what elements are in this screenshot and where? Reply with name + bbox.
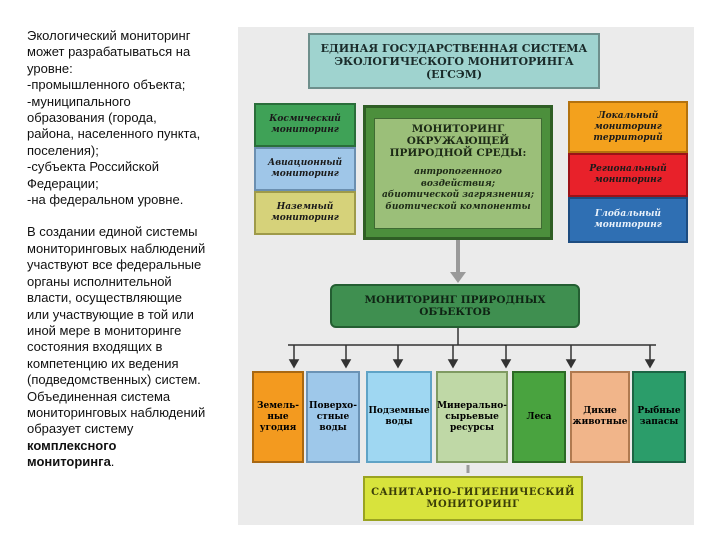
sanitary-monitoring-label: САНИТАРНО-ГИГИЕНИЧЕСКИЙ МОНИТОРИНГ bbox=[371, 486, 575, 510]
sanitary-monitoring-box: САНИТАРНО-ГИГИЕНИЧЕСКИЙ МОНИТОРИНГ bbox=[363, 476, 583, 521]
right-box-global-label: Глобальный мониторинг bbox=[594, 209, 662, 230]
bottom-box-fish-stocks-label: Рыбные запасы bbox=[637, 406, 681, 427]
left-box-ground: Наземный мониторинг bbox=[254, 191, 356, 235]
egsem-diagram: ЕДИНАЯ ГОСУДАРСТВЕННАЯ СИСТЕМА ЭКОЛОГИЧЕ… bbox=[238, 27, 694, 525]
bottom-box-groundwater: Подземные воды bbox=[366, 371, 432, 463]
natural-objects-monitoring-bar: МОНИТОРИНГ ПРИРОДНЫХ ОБЪЕКТОВ bbox=[330, 284, 580, 328]
bottom-box-surface-water-label: Поверхо- стные воды bbox=[309, 400, 357, 433]
natural-objects-monitoring-label: МОНИТОРИНГ ПРИРОДНЫХ ОБЪЕКТОВ bbox=[364, 294, 546, 318]
environment-monitoring-box: МОНИТОРИНГ ОКРУЖАЮЩЕЙ ПРИРОДНОЙ СРЕДЫ: а… bbox=[363, 105, 553, 240]
environment-monitoring-title: МОНИТОРИНГ ОКРУЖАЮЩЕЙ ПРИРОДНОЙ СРЕДЫ: bbox=[389, 123, 527, 159]
bottom-box-mineral-resources: Минерально- сырьевые ресурсы bbox=[436, 371, 508, 463]
bottom-box-fish-stocks: Рыбные запасы bbox=[632, 371, 686, 463]
paragraph-levels: Экологический мониторинг может разрабаты… bbox=[27, 28, 201, 208]
paragraph-end: . bbox=[110, 454, 115, 470]
description-text: Экологический мониторинг может разрабаты… bbox=[27, 28, 235, 471]
left-box-ground-label: Наземный мониторинг bbox=[271, 202, 339, 223]
bottom-box-wild-animals-label: Дикие животные bbox=[572, 406, 628, 427]
egsem-title-box: ЕДИНАЯ ГОСУДАРСТВЕННАЯ СИСТЕМА ЭКОЛОГИЧЕ… bbox=[308, 33, 600, 89]
paragraph-system: В создании единой системы мониторинговых… bbox=[27, 224, 235, 470]
bottom-box-land-label: Земель- ные угодия bbox=[257, 400, 299, 433]
right-box-global: Глобальный мониторинг bbox=[568, 197, 688, 243]
left-box-aviation: Авиационный мониторинг bbox=[254, 147, 356, 191]
egsem-title: ЕДИНАЯ ГОСУДАРСТВЕННАЯ СИСТЕМА ЭКОЛОГИЧЕ… bbox=[320, 41, 588, 81]
bottom-box-land: Земель- ные угодия bbox=[252, 371, 304, 463]
environment-monitoring-subtitle: антропогенного воздействия; абиотической… bbox=[381, 167, 535, 212]
connector-lines bbox=[288, 240, 656, 473]
right-box-regional-label: Региональный мониторинг bbox=[589, 164, 667, 185]
right-box-regional: Региональный мониторинг bbox=[568, 153, 688, 197]
left-box-aviation-label: Авиационный мониторинг bbox=[267, 158, 343, 179]
bottom-box-surface-water: Поверхо- стные воды bbox=[306, 371, 360, 463]
environment-monitoring-panel: МОНИТОРИНГ ОКРУЖАЮЩЕЙ ПРИРОДНОЙ СРЕДЫ: а… bbox=[374, 118, 542, 229]
bottom-box-groundwater-label: Подземные воды bbox=[368, 406, 430, 427]
left-box-space-label: Космический мониторинг bbox=[269, 114, 341, 135]
bottom-box-forests: Леса bbox=[512, 371, 566, 463]
bottom-box-mineral-resources-label: Минерально- сырьевые ресурсы bbox=[437, 400, 507, 433]
left-box-space: Космический мониторинг bbox=[254, 103, 356, 147]
bottom-box-forests-label: Леса bbox=[526, 411, 552, 422]
right-box-local: Локальный мониторинг территорий bbox=[568, 101, 688, 153]
paragraph-system-body: В создании единой системы мониторинговых… bbox=[27, 224, 206, 437]
bold-term: комплексного мониторинга bbox=[27, 437, 117, 470]
right-box-local-label: Локальный мониторинг территорий bbox=[593, 110, 663, 143]
bottom-box-wild-animals: Дикие животные bbox=[570, 371, 630, 463]
